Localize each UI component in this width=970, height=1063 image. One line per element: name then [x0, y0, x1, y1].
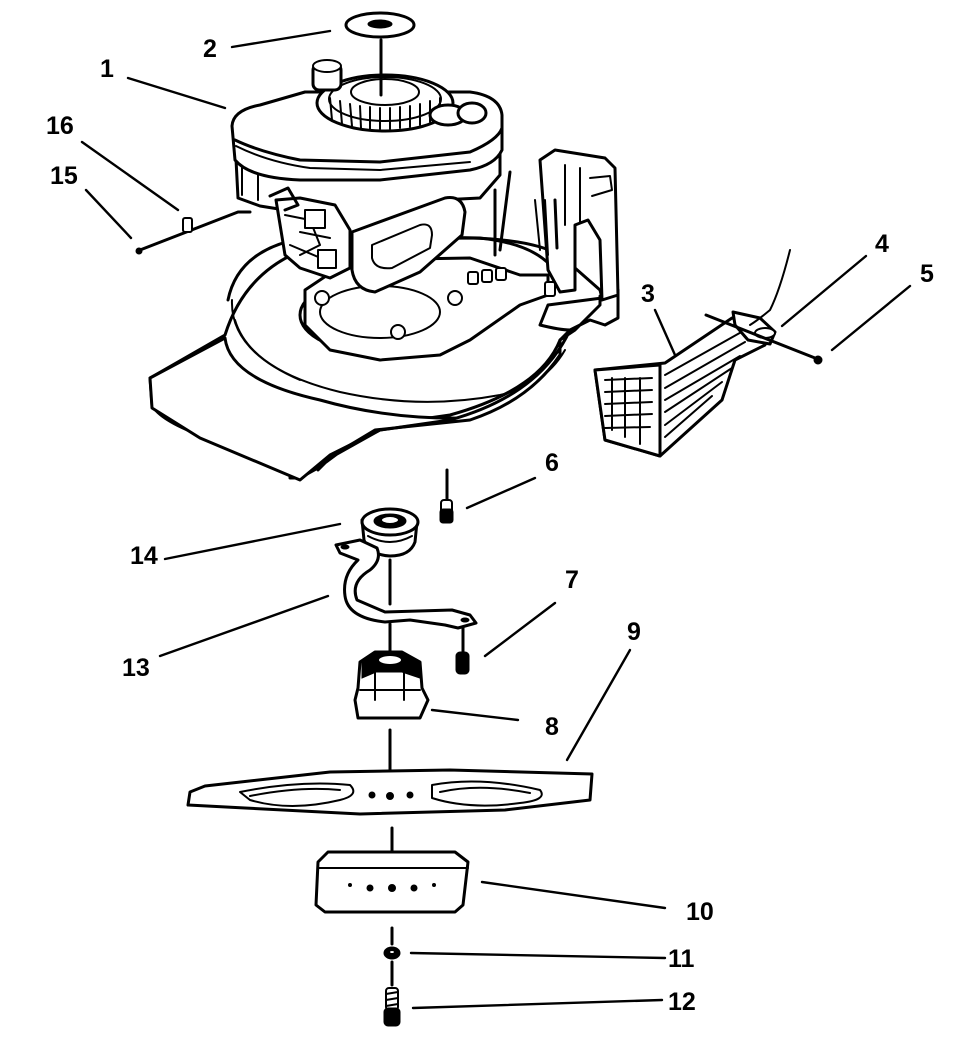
bolt-7 — [455, 626, 470, 675]
callout-16: 16 — [46, 112, 74, 140]
callout-10: 10 — [686, 898, 714, 926]
idler-pulley — [360, 507, 420, 558]
callout-13: 13 — [122, 654, 150, 682]
callout-1: 1 — [100, 55, 114, 83]
leader-lines — [80, 29, 912, 1010]
callout-9: 9 — [627, 618, 641, 646]
callout-8: 8 — [545, 713, 559, 741]
pulley-bracket — [334, 538, 478, 630]
callout-15: 15 — [50, 162, 78, 190]
blade-stiffener — [314, 850, 470, 914]
engine — [230, 59, 504, 294]
callout-labels: 1 2 3 4 5 6 7 8 9 10 11 12 13 14 15 16 — [46, 35, 934, 1016]
bolt-6 — [439, 468, 454, 524]
callout-4: 4 — [875, 230, 889, 258]
mower-blade — [186, 768, 594, 872]
engine-decal — [344, 11, 416, 97]
screw-and-clip — [135, 210, 252, 255]
callout-5: 5 — [920, 260, 934, 288]
callout-12: 12 — [668, 988, 696, 1016]
blade-adapter — [353, 622, 430, 792]
washer — [383, 926, 401, 987]
callout-3: 3 — [641, 280, 655, 308]
callout-14: 14 — [130, 542, 158, 570]
callout-7: 7 — [565, 566, 579, 594]
callout-6: 6 — [545, 449, 559, 477]
callout-2: 2 — [203, 35, 217, 63]
rear-deflector — [593, 249, 823, 458]
blade-bolt — [383, 987, 401, 1027]
callout-11: 11 — [668, 945, 695, 973]
